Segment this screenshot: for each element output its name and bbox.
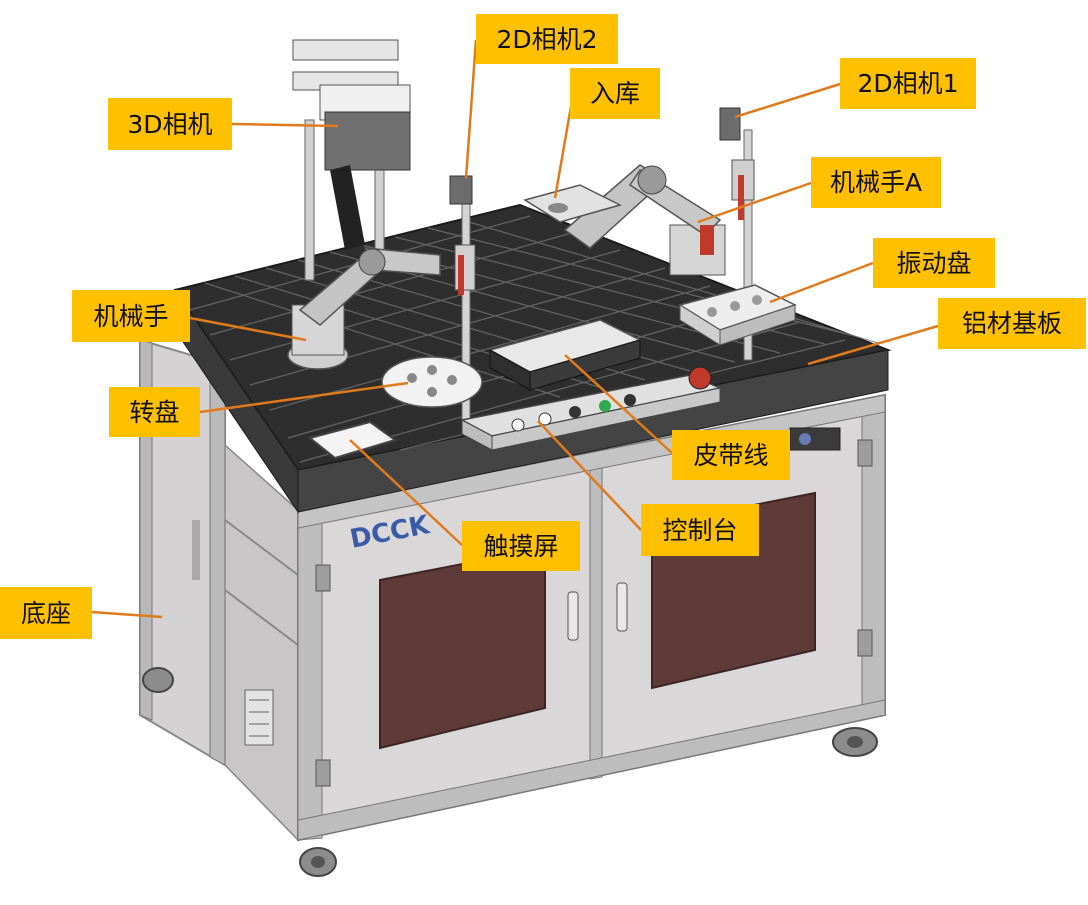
leader-robot-arm-a bbox=[697, 181, 812, 224]
leader-touch-screen bbox=[349, 439, 463, 546]
leader-base bbox=[91, 610, 163, 619]
label-vibration-plate: 振动盘 bbox=[873, 238, 995, 288]
leader-camera-2d-2 bbox=[464, 39, 478, 179]
camera-3d-tower bbox=[292, 39, 411, 281]
label-robot-arm-a: 机械手A bbox=[811, 157, 941, 208]
label-aluminum-base-plate: 铝材基板 bbox=[938, 298, 1086, 349]
leader-camera-2d-1 bbox=[734, 82, 841, 119]
turntable-unit bbox=[381, 356, 483, 408]
caster-wheels bbox=[142, 667, 878, 877]
control-console-unit bbox=[459, 366, 723, 451]
leader-belt-line bbox=[564, 354, 673, 454]
label-belt-line: 皮带线 bbox=[672, 430, 790, 480]
label-storage-in: 入库 bbox=[570, 68, 660, 119]
leader-aluminum-base bbox=[807, 324, 939, 366]
cabinet-base bbox=[139, 338, 886, 877]
label-control-console: 控制台 bbox=[641, 504, 759, 556]
storage-in-station bbox=[523, 184, 623, 223]
robot-arm-left bbox=[287, 247, 441, 370]
leader-vibration-plate bbox=[769, 261, 874, 304]
touch-screen-unit bbox=[307, 420, 398, 460]
leader-control-console bbox=[537, 420, 642, 531]
label-turntable: 转盘 bbox=[109, 387, 200, 437]
belt-line-unit bbox=[488, 319, 643, 391]
label-camera-2d-1: 2D相机1 bbox=[840, 58, 976, 109]
leader-camera-3d bbox=[231, 122, 339, 128]
label-base: 底座 bbox=[0, 587, 92, 639]
label-robot-arm: 机械手 bbox=[72, 290, 190, 342]
label-camera-3d: 3D相机 bbox=[108, 98, 232, 150]
label-touch-screen: 触摸屏 bbox=[462, 521, 580, 571]
leader-lines bbox=[91, 39, 939, 619]
vibration-plate-unit bbox=[678, 284, 797, 346]
label-camera-2d-2: 2D相机2 bbox=[476, 14, 618, 64]
leader-turntable bbox=[199, 381, 409, 414]
leader-robot-arm bbox=[189, 316, 307, 342]
